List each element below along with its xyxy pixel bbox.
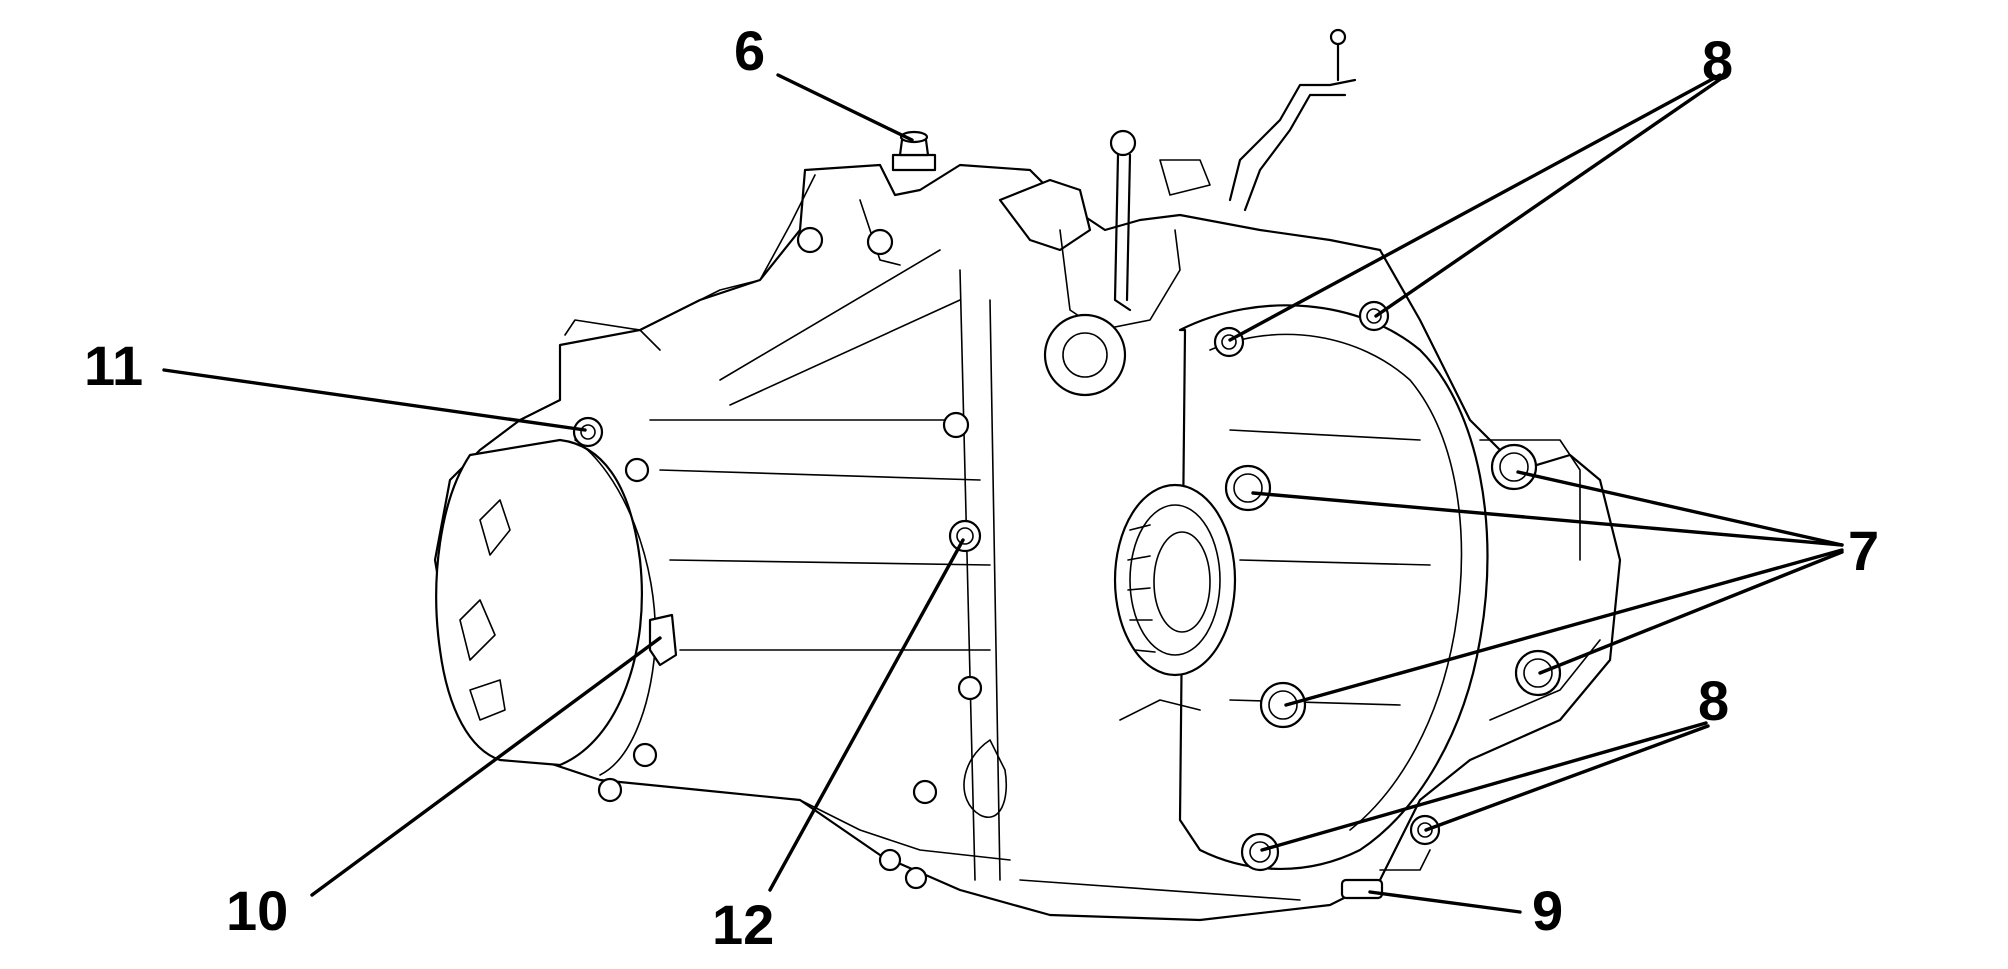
callout-10: 10 [226, 879, 288, 942]
callout-7: 7 [1848, 519, 1879, 582]
leader-9 [1368, 890, 1522, 914]
leader-8-bottom-a [1260, 721, 1708, 852]
leader-lines [162, 73, 1844, 914]
bolt-7-c [1259, 681, 1307, 729]
leader-8-top-a [1228, 73, 1722, 342]
bolt-11 [572, 416, 604, 448]
bolt-7-d [1514, 649, 1562, 697]
callout-labels: 6 8 11 7 8 10 12 9 [84, 19, 1879, 956]
callout-9: 9 [1532, 879, 1563, 942]
leader-6 [776, 73, 914, 142]
leader-11 [162, 368, 587, 432]
plug-9 [1340, 878, 1384, 900]
callout-6: 6 [734, 19, 765, 82]
bolts [572, 226, 1562, 900]
callout-8-bottom: 8 [1698, 669, 1729, 732]
bolt-12 [948, 519, 982, 553]
leader-7-d [1538, 550, 1844, 675]
leader-7-c [1284, 548, 1844, 707]
bolt-7-a [1224, 464, 1272, 512]
bolt-8-c [1240, 832, 1280, 872]
bolt-8-b [1358, 300, 1390, 332]
leader-10 [310, 636, 662, 897]
leader-8-top-b [1374, 76, 1724, 318]
transmission-housing [433, 28, 1622, 922]
bolt-7-b [1490, 443, 1538, 491]
leader-7-b [1516, 470, 1844, 547]
callout-8-top: 8 [1702, 29, 1733, 92]
leader-12 [768, 538, 965, 892]
bolt-8-a [1213, 326, 1245, 358]
leader-7-a [1251, 491, 1844, 547]
callout-12: 12 [712, 893, 774, 956]
leader-8-bottom-b [1424, 724, 1710, 832]
callout-11: 11 [84, 334, 143, 397]
